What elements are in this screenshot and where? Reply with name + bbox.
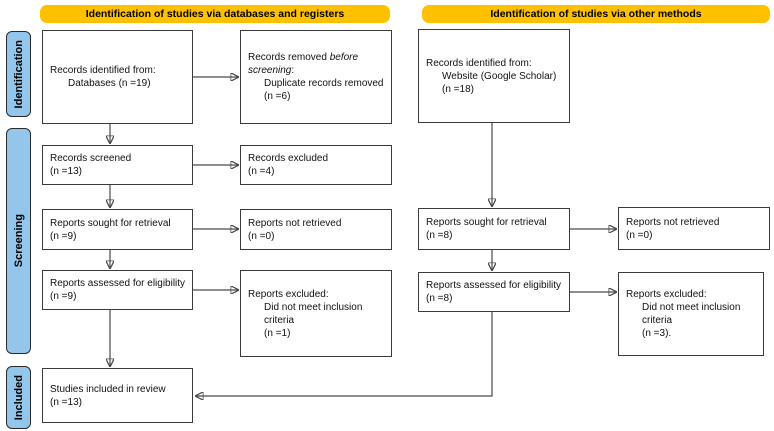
- box-records-screened: Records screened (n =13): [42, 145, 193, 185]
- box-text-line: (n =18): [442, 83, 474, 95]
- stage-label-included: Included: [6, 366, 31, 429]
- box-records-removed-before-screening: Records removed before screening: Duplic…: [240, 30, 392, 124]
- box-text-line: (n =0): [248, 230, 275, 242]
- stage-label-text: Identification: [12, 39, 25, 109]
- stage-label-text: Screening: [12, 214, 25, 268]
- box-text-line: Reports not retrieved: [248, 217, 342, 229]
- box-reports-excluded-other: Reports excluded: Did not meet inclusion…: [618, 272, 764, 356]
- box-text-line: Website (Google Scholar): [442, 70, 557, 82]
- stage-label-identification: Identification: [6, 31, 31, 117]
- banner-other-methods: Identification of studies via other meth…: [422, 5, 770, 23]
- box-reports-assessed-other: Reports assessed for eligibility (n =8): [418, 272, 570, 312]
- box-text-line: Reports excluded:: [626, 289, 707, 300]
- box-reports-not-retrieved-databases: Reports not retrieved (n =0): [240, 209, 392, 250]
- box-reports-excluded-databases: Reports excluded: Did not meet inclusion…: [240, 270, 392, 357]
- box-text-line: (n =9): [50, 291, 77, 302]
- box-text-line: Reports excluded:: [248, 288, 329, 300]
- box-text-line: Records screened: [50, 153, 132, 164]
- box-reports-assessed-databases: Reports assessed for eligibility (n =9): [42, 270, 193, 310]
- box-text-line: Records identified from:: [50, 65, 156, 76]
- box-text-line: (n =13): [50, 396, 82, 408]
- box-text-line: Records excluded: [248, 153, 329, 164]
- box-text-line: (n =1): [264, 327, 291, 339]
- box-text-line: (n =13): [50, 166, 82, 177]
- box-text-line: Did not meet inclusion criteria: [642, 302, 741, 326]
- box-text-line: Reports sought for retrieval: [426, 217, 547, 228]
- box-text-line: (n =9): [50, 230, 77, 242]
- banner-databases-registers: Identification of studies via databases …: [40, 5, 390, 23]
- box-text-line: Reports assessed for eligibility: [426, 280, 562, 291]
- box-text-line: Did not meet inclusion criteria: [264, 301, 363, 326]
- box-text-line: Reports assessed for eligibility: [50, 278, 186, 289]
- box-records-identified-other: Records identified from: Website (Google…: [418, 29, 570, 123]
- box-text-line: (n =8): [426, 230, 453, 241]
- box-text-line: (n =4): [248, 166, 275, 177]
- box-records-excluded: Records excluded (n =4): [240, 145, 392, 185]
- box-studies-included: Studies included in review (n =13): [42, 368, 193, 423]
- box-text-line: Records identified from:: [426, 57, 532, 69]
- box-text-line: (n =3).: [642, 328, 672, 339]
- box-text-line: Studies included in review: [50, 383, 166, 395]
- box-text-line: (n =0): [626, 229, 653, 241]
- stage-label-text: Included: [12, 374, 25, 421]
- box-text-line: Duplicate records removed (n =6): [264, 78, 384, 102]
- box-text-line: Reports not retrieved: [626, 216, 720, 228]
- box-text-line: (n =8): [426, 293, 453, 304]
- box-text-line: Records removed before screening:: [248, 52, 359, 76]
- box-records-identified-databases: Records identified from: Databases (n =1…: [42, 30, 193, 124]
- box-reports-not-retrieved-other: Reports not retrieved (n =0): [618, 207, 770, 250]
- box-reports-sought-other: Reports sought for retrieval (n =8): [418, 208, 570, 250]
- box-text-line: Databases (n =19): [68, 78, 151, 89]
- box-text-line: Reports sought for retrieval: [50, 217, 171, 229]
- stage-label-screening: Screening: [6, 128, 31, 354]
- box-reports-sought-databases: Reports sought for retrieval (n =9): [42, 209, 193, 250]
